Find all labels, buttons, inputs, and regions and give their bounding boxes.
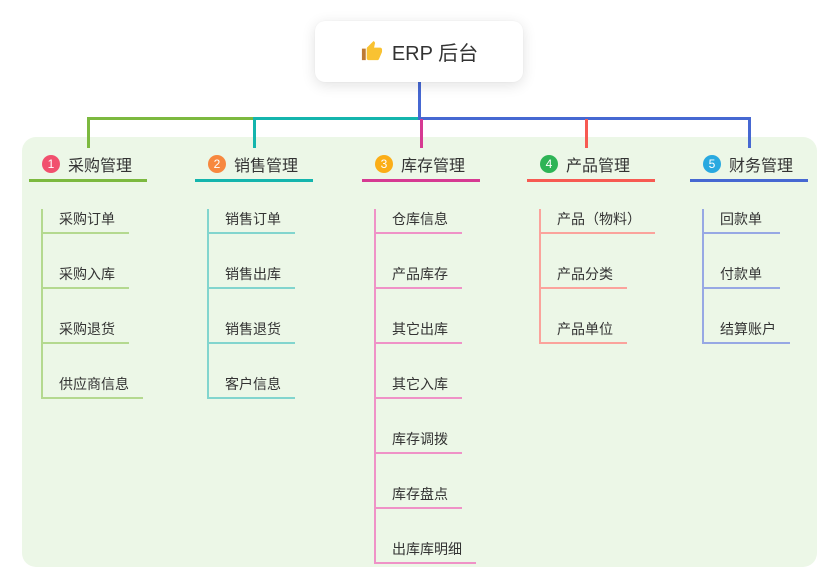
branch-drop-line-4 [584,119,588,148]
child-node[interactable]: 产品分类 [541,264,627,289]
connector-segment-teal [252,117,419,120]
child-node[interactable]: 销售出库 [209,264,295,289]
branch-children: 产品（物料） 产品分类产品单位 [539,209,655,344]
connector-segment-green [86,117,253,120]
branch-title-node[interactable]: 1 采购管理 [29,150,147,182]
branch-index-badge: 4 [540,155,558,173]
root-node-label: ERP 后台 [391,43,479,65]
thumbs-up-icon [360,40,383,63]
branch-2: 2 销售管理 销售订单销售出库销售退货客户信息 [195,150,313,399]
branch-title-node[interactable]: 3 库存管理 [362,150,480,182]
branch-label: 产品管理 [566,158,631,175]
branch-4: 4 产品管理 产品（物料） 产品分类产品单位 [527,150,655,344]
child-node[interactable]: 回款单 [704,209,780,234]
child-node[interactable]: 销售订单 [209,209,295,234]
branch-index-badge: 2 [208,155,226,173]
connector-segment-blue [417,117,751,120]
branch-drop-line-2 [252,119,256,148]
child-node[interactable]: 结算账户 [704,319,790,344]
branch-3: 3 库存管理 仓库信息产品库存其它出库其它入库库存调拨库存盘点出库库明细 [362,150,480,564]
child-node[interactable]: 其它入库 [376,374,462,399]
child-node[interactable]: 产品（物料） [541,209,655,234]
child-node[interactable]: 采购入库 [43,264,129,289]
branch-label: 财务管理 [729,158,794,175]
branch-drop-line-1 [86,119,90,148]
branch-label: 销售管理 [234,158,299,175]
branch-index-badge: 5 [703,155,721,173]
child-node[interactable]: 出库库明细 [376,539,476,564]
child-node[interactable]: 供应商信息 [43,374,143,399]
branch-drop-line-3 [419,119,423,148]
branch-5: 5 财务管理 回款单付款单结算账户 [690,150,808,344]
branch-title-node[interactable]: 5 财务管理 [690,150,808,182]
child-node[interactable]: 付款单 [704,264,780,289]
root-connector-line [417,82,421,120]
branch-label: 采购管理 [68,158,133,175]
child-node[interactable]: 库存盘点 [376,484,462,509]
child-node[interactable]: 库存调拨 [376,429,462,454]
branch-title-node[interactable]: 4 产品管理 [527,150,655,182]
branch-drop-line-5 [747,119,751,148]
child-node[interactable]: 产品库存 [376,264,462,289]
branch-index-badge: 1 [42,155,60,173]
branch-label: 库存管理 [401,158,466,175]
branch-title-node[interactable]: 2 销售管理 [195,150,313,182]
branch-children: 销售订单销售出库销售退货客户信息 [207,209,313,399]
branches-panel [22,137,817,567]
branch-children: 采购订单采购入库采购退货供应商信息 [41,209,147,399]
branch-1: 1 采购管理 采购订单采购入库采购退货供应商信息 [29,150,147,399]
child-node[interactable]: 客户信息 [209,374,295,399]
child-node[interactable]: 销售退货 [209,319,295,344]
branch-children: 仓库信息产品库存其它出库其它入库库存调拨库存盘点出库库明细 [374,209,480,564]
child-node[interactable]: 产品单位 [541,319,627,344]
child-node[interactable]: 采购退货 [43,319,129,344]
child-node[interactable]: 采购订单 [43,209,129,234]
branch-children: 回款单付款单结算账户 [702,209,808,344]
child-node[interactable]: 仓库信息 [376,209,462,234]
child-node[interactable]: 其它出库 [376,319,462,344]
branch-index-badge: 3 [375,155,393,173]
root-node[interactable]: ERP 后台 [315,21,523,82]
